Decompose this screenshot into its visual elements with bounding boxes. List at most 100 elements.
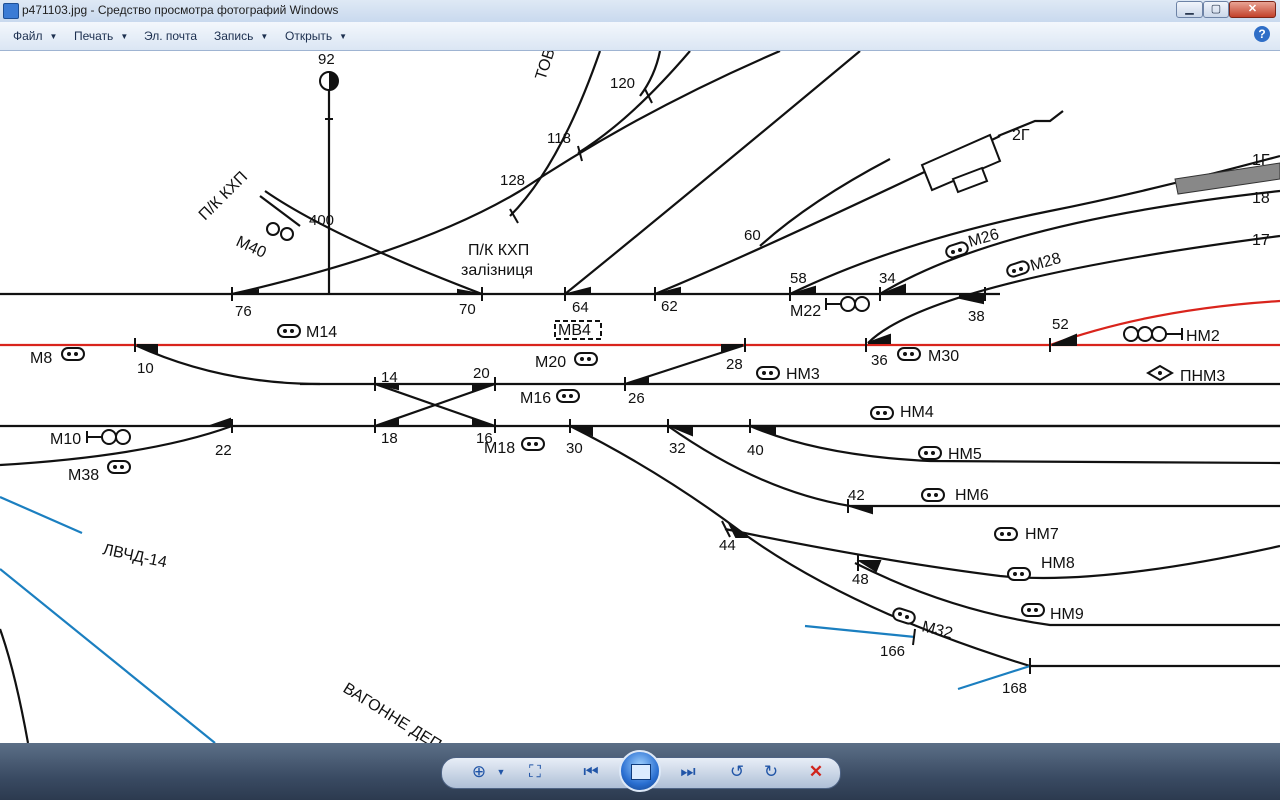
- label-40: 40: [747, 442, 764, 459]
- label-m14: М14: [306, 324, 337, 341]
- label-14: 14: [381, 369, 398, 386]
- previous-icon[interactable]: ⏮: [583, 762, 599, 781]
- chevron-down-icon[interactable]: ▼: [496, 767, 506, 777]
- label-30: 30: [566, 440, 583, 457]
- label-track-17: 17: [1252, 232, 1270, 249]
- label-34: 34: [879, 270, 896, 287]
- label-52: 52: [1052, 316, 1069, 333]
- blue-branch-lines: [0, 495, 1031, 743]
- menu-open-label: Открыть: [285, 29, 333, 43]
- circle-signals: [86, 222, 1183, 445]
- label-vagonne: ВАГОННЕ ДЕП: [340, 680, 444, 743]
- next-icon[interactable]: ⏭: [680, 762, 696, 781]
- label-22: 22: [215, 442, 232, 459]
- label-58: 58: [790, 270, 807, 287]
- signal-92-half: [329, 72, 338, 90]
- label-400: 400: [309, 212, 334, 229]
- phm3-dot: [1158, 371, 1162, 375]
- label-hm2: НМ2: [1186, 328, 1220, 345]
- window-title: p471103.jpg - Средство просмотра фотогра…: [22, 3, 339, 17]
- menu-file-label: Файл: [13, 29, 43, 43]
- title-bar: p471103.jpg - Средство просмотра фотогра…: [0, 0, 1280, 23]
- label-76: 76: [235, 303, 252, 320]
- magnifier-icon[interactable]: ⊕: [471, 762, 487, 781]
- railway-scheme-image: 92 400 120 118 128 76 70 64 62 60 58 34 …: [0, 51, 1280, 743]
- platform-block: [1174, 162, 1280, 195]
- label-44: 44: [719, 537, 736, 554]
- menu-email-label: Эл. почта: [144, 29, 198, 43]
- menu-print[interactable]: Печать▼: [74, 29, 128, 43]
- label-m20: М20: [535, 354, 566, 371]
- chevron-down-icon: ▼: [339, 32, 348, 41]
- label-118: 118: [547, 130, 571, 147]
- label-m38: М38: [68, 467, 99, 484]
- menu-open[interactable]: Открыть ▼: [285, 29, 347, 43]
- menu-burn[interactable]: Запись ▼: [214, 29, 268, 43]
- label-48: 48: [852, 571, 869, 588]
- chevron-down-icon: ▼: [120, 32, 129, 41]
- label-62: 62: [661, 298, 678, 315]
- switch-numbers: 92 400 120 118 128 76 70 64 62 60 58 34 …: [137, 51, 1069, 697]
- label-hm5: НМ5: [948, 446, 982, 463]
- help-icon[interactable]: ?: [1254, 26, 1270, 42]
- label-20: 20: [473, 365, 490, 382]
- minimize-button[interactable]: ▁: [1176, 1, 1203, 18]
- dwarf-signal-dots: [67, 248, 1038, 619]
- label-hm4: НМ4: [900, 404, 934, 421]
- label-36: 36: [871, 352, 888, 369]
- label-m30: М30: [928, 348, 959, 365]
- label-hm9: НМ9: [1050, 606, 1084, 623]
- label-track-1g: 1Г: [1252, 152, 1270, 169]
- label-m22: М22: [790, 303, 821, 320]
- app-icon: [3, 3, 19, 19]
- label-phm3: ПНМ3: [1180, 368, 1225, 385]
- menu-email[interactable]: Эл. почта: [144, 29, 197, 43]
- label-60: 60: [744, 227, 761, 244]
- label-m16: М16: [520, 390, 551, 407]
- label-16: 16: [476, 430, 493, 447]
- label-track-18: 18: [1252, 190, 1270, 207]
- label-18: 18: [381, 430, 398, 447]
- fit-window-icon[interactable]: ⛶: [529, 762, 541, 781]
- label-m10: М10: [50, 431, 81, 448]
- menu-file[interactable]: Файл ▼: [13, 29, 57, 43]
- label-38: 38: [968, 308, 985, 325]
- close-button[interactable]: ✕: [1229, 1, 1276, 18]
- label-hm3: НМ3: [786, 366, 820, 383]
- signal-labels: М40 М14 МВ4 М8 М20 М16 М10 М18 М38 М22 М…: [30, 226, 1225, 643]
- label-hm8: НМ8: [1041, 555, 1075, 572]
- label-hm6: НМ6: [955, 487, 989, 504]
- label-128: 128: [500, 172, 525, 189]
- chevron-down-icon: ▼: [260, 32, 269, 41]
- location-labels: П/К КХП П/К КХП залізниця ТОВ ЛВЧД-14 ВА…: [101, 51, 1270, 743]
- rotate-ccw-icon[interactable]: ↺: [729, 762, 745, 781]
- image-viewport[interactable]: 92 400 120 118 128 76 70 64 62 60 58 34 …: [0, 51, 1280, 743]
- switch-markers: [134, 88, 1077, 674]
- dwarf-signals: [61, 241, 1045, 625]
- rotate-cw-icon[interactable]: ↻: [763, 762, 779, 781]
- label-26: 26: [628, 390, 645, 407]
- maximize-button[interactable]: ▢: [1203, 1, 1229, 18]
- slideshow-icon[interactable]: [619, 750, 661, 792]
- building-2g: [920, 133, 1002, 194]
- delete-icon[interactable]: ✕: [808, 762, 824, 781]
- label-lvchd: ЛВЧД-14: [101, 541, 168, 571]
- label-32: 32: [669, 440, 686, 457]
- label-railway: залізниця: [461, 262, 533, 279]
- chevron-down-icon: ▼: [49, 32, 58, 41]
- label-28: 28: [726, 356, 743, 373]
- menu-bar: Файл ▼ Печать▼ Эл. почта Запись ▼ Открыть ▼: [0, 22, 1280, 51]
- label-m18: М18: [484, 440, 515, 457]
- label-hm7: НМ7: [1025, 526, 1059, 543]
- label-166: 166: [880, 643, 905, 660]
- label-92: 92: [318, 51, 335, 68]
- label-tov: ТОВ: [533, 51, 559, 82]
- label-m8: М8: [30, 350, 52, 367]
- label-10: 10: [137, 360, 154, 377]
- menu-burn-label: Запись: [214, 29, 254, 43]
- viewer-controls-bar: ⊕ ▼ ⛶ ⏮ ⏭ ↺ ↻ ✕: [0, 743, 1280, 800]
- slideshow-frame: [631, 764, 651, 780]
- label-pk-khp-left: П/К КХП: [196, 169, 251, 224]
- label-mb4: МВ4: [558, 322, 591, 339]
- label-42: 42: [848, 487, 865, 504]
